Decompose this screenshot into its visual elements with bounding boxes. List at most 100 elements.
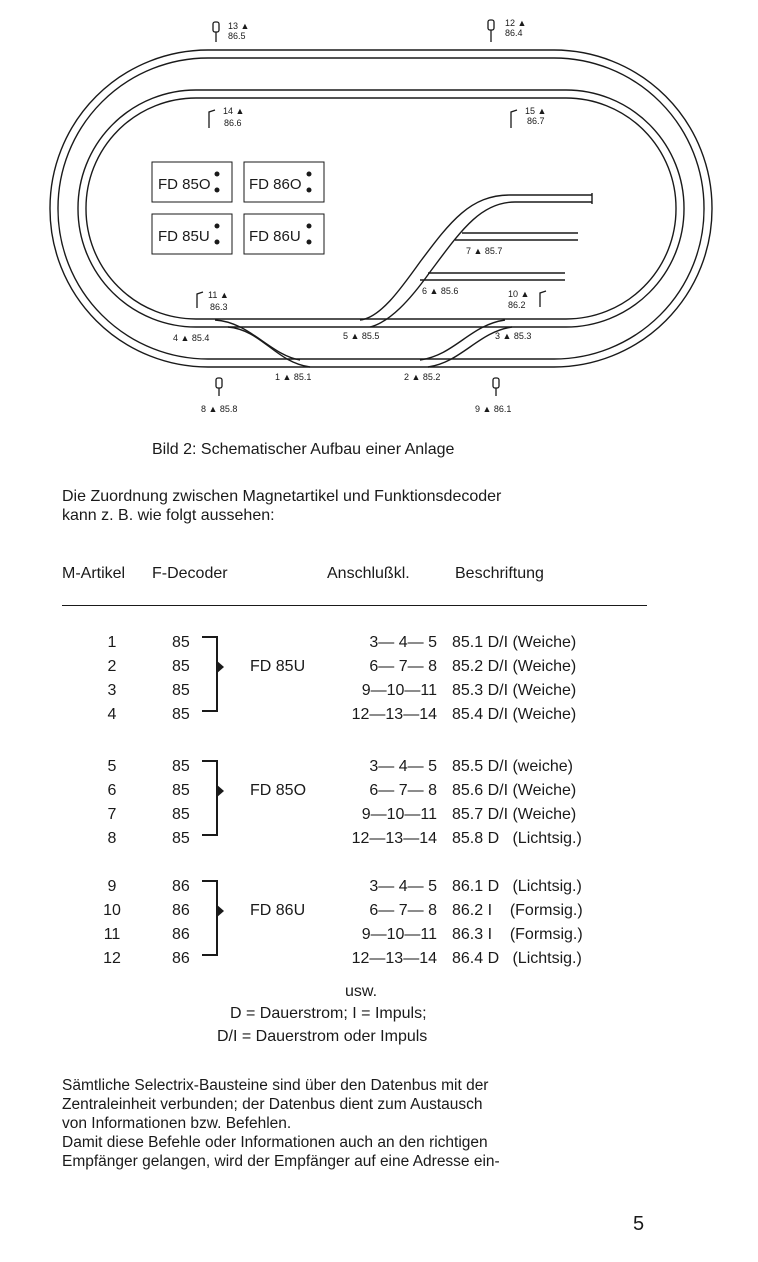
svg-text:86.2: 86.2 [508,300,526,310]
svg-text:3 ▲ 85.3: 3 ▲ 85.3 [495,331,531,341]
page-number: 5 [633,1213,645,1235]
anschluss-cell: 12—13—14 [351,950,437,967]
intro-line: Die Zuordnung zwischen Magnetartikel und… [62,488,502,505]
anschluss-cell: 9—10—11 [361,682,437,699]
table-row: 8 85 12—13—14 85.8 D (Lichtsig.) [0,828,758,850]
body-line: Zentraleinheit verbunden; der Datenbus d… [62,1096,483,1113]
anschluss-cell: 3— 4— 5 [369,758,437,775]
f-decoder-cell: 85 [172,658,190,675]
svg-text:1 ▲ 85.1: 1 ▲ 85.1 [275,372,311,382]
m-artikel-cell: 1 [107,634,117,651]
beschriftung-cell: 86.2 I (Formsig.) [452,902,583,919]
table-row: 3 85 9—10—11 85.3 D/I (Weiche) [0,680,758,702]
f-decoder-cell: 86 [172,902,190,919]
svg-text:86.5: 86.5 [228,31,246,41]
decoder-box-fd86u: FD 86U [249,228,301,245]
decoder-name: FD 85U [250,658,306,675]
diagram-labels: 13 ▲86.5 12 ▲86.4 14 ▲86.6 15 ▲86.7 11 ▲… [173,18,546,414]
body-paragraph: Sämtliche Selectrix-Bausteine sind über … [62,1076,500,1171]
table-row: 7 85 9—10—11 85.7 D/I (Weiche) [0,804,758,826]
body-line: Sämtliche Selectrix-Bausteine sind über … [62,1077,489,1094]
legend-line-1: D = Dauerstrom; I = Impuls; [230,1005,427,1022]
legend-line-2: D/I = Dauerstrom oder Impuls [217,1028,428,1045]
m-artikel-cell: 4 [107,706,117,723]
svg-text:4 ▲ 85.4: 4 ▲ 85.4 [173,333,209,343]
anschluss-cell: 9—10—11 [361,926,437,943]
f-decoder-cell: 86 [172,878,190,895]
header-divider [62,605,647,606]
decoder-boxes: FD 85O FD 86O FD 85U FD 86U [151,161,325,255]
table-row: 1 85 3— 4— 5 85.1 D/I (Weiche) [0,632,758,654]
anschluss-cell: 3— 4— 5 [369,878,437,895]
svg-text:5 ▲ 85.5: 5 ▲ 85.5 [343,331,379,341]
f-decoder-cell: 85 [172,830,190,847]
f-decoder-cell: 86 [172,950,190,967]
group-bracket [202,880,218,956]
svg-text:9 ▲ 86.1: 9 ▲ 86.1 [475,404,511,414]
header-f-decoder: F-Decoder [152,565,228,582]
beschriftung-cell: 85.8 D (Lichtsig.) [452,830,582,847]
beschriftung-cell: 86.4 D (Lichtsig.) [452,950,582,967]
anschluss-cell: 12—13—14 [351,830,437,847]
usw-text: usw. [345,983,378,1000]
svg-text:8 ▲ 85.8: 8 ▲ 85.8 [201,404,237,414]
svg-text:14 ▲: 14 ▲ [223,106,244,116]
body-line: Damit diese Befehle oder Informationen a… [62,1134,488,1151]
svg-text:12 ▲: 12 ▲ [505,18,526,28]
svg-text:86.4: 86.4 [505,28,523,38]
anschluss-cell: 6— 7— 8 [369,658,437,675]
f-decoder-cell: 85 [172,634,190,651]
svg-text:6 ▲ 85.6: 6 ▲ 85.6 [422,286,458,296]
m-artikel-cell: 8 [107,830,117,847]
anschluss-cell: 6— 7— 8 [369,782,437,799]
decoder-name: FD 85O [250,782,307,799]
f-decoder-cell: 85 [172,706,190,723]
svg-text:7 ▲ 85.7: 7 ▲ 85.7 [466,246,502,256]
track-rails [49,49,713,368]
beschriftung-cell: 85.4 D/I (Weiche) [452,706,577,723]
table-row: 4 85 12—13—14 85.4 D/I (Weiche) [0,704,758,726]
decoder-box-fd86o: FD 86O [249,176,302,193]
intro-paragraph: Die Zuordnung zwischen Magnetartikel und… [62,487,501,525]
f-decoder-cell: 85 [172,758,190,775]
anschluss-cell: 3— 4— 5 [369,634,437,651]
svg-text:86.6: 86.6 [224,118,242,128]
f-decoder-cell: 85 [172,782,190,799]
beschriftung-cell: 86.3 I (Formsig.) [452,926,583,943]
signal-icons [196,19,547,396]
beschriftung-cell: 85.5 D/I (weiche) [452,758,573,775]
body-line: von Informationen bzw. Befehlen. [62,1115,292,1132]
m-artikel-cell: 12 [103,950,121,967]
svg-text:2 ▲ 85.2: 2 ▲ 85.2 [404,372,440,382]
m-artikel-cell: 6 [107,782,117,799]
header-beschriftung: Beschriftung [455,565,544,582]
m-artikel-cell: 2 [107,658,117,675]
anschluss-cell: 9—10—11 [361,806,437,823]
svg-text:86.3: 86.3 [210,302,228,312]
m-artikel-cell: 3 [107,682,117,699]
f-decoder-cell: 85 [172,806,190,823]
f-decoder-cell: 85 [172,682,190,699]
m-artikel-cell: 11 [103,926,121,943]
beschriftung-cell: 85.6 D/I (Weiche) [452,782,577,799]
group-bracket [202,636,218,712]
bracket-arrow-icon [216,784,224,798]
beschriftung-cell: 85.1 D/I (Weiche) [452,634,577,651]
beschriftung-cell: 85.3 D/I (Weiche) [452,682,577,699]
m-artikel-cell: 7 [107,806,117,823]
beschriftung-cell: 85.2 D/I (Weiche) [452,658,577,675]
anschluss-cell: 12—13—14 [351,706,437,723]
table-row: 6 85 6— 7— 8 85.6 D/I (Weiche) FD 85O [0,780,758,802]
track-layout-diagram: FD 85O FD 86O FD 85U FD 86U 13 ▲86.5 12 … [49,18,713,414]
beschriftung-cell: 86.1 D (Lichtsig.) [452,878,582,895]
group-bracket [202,760,218,836]
body-line: Empfänger gelangen, wird der Empfänger a… [62,1153,500,1170]
beschriftung-cell: 85.7 D/I (Weiche) [452,806,577,823]
table-row: 2 85 6— 7— 8 85.2 D/I (Weiche) FD 85U [0,656,758,678]
anschluss-cell: 6— 7— 8 [369,902,437,919]
bracket-arrow-icon [216,904,224,918]
svg-text:11 ▲: 11 ▲ [208,290,229,300]
m-artikel-cell: 10 [103,902,121,919]
